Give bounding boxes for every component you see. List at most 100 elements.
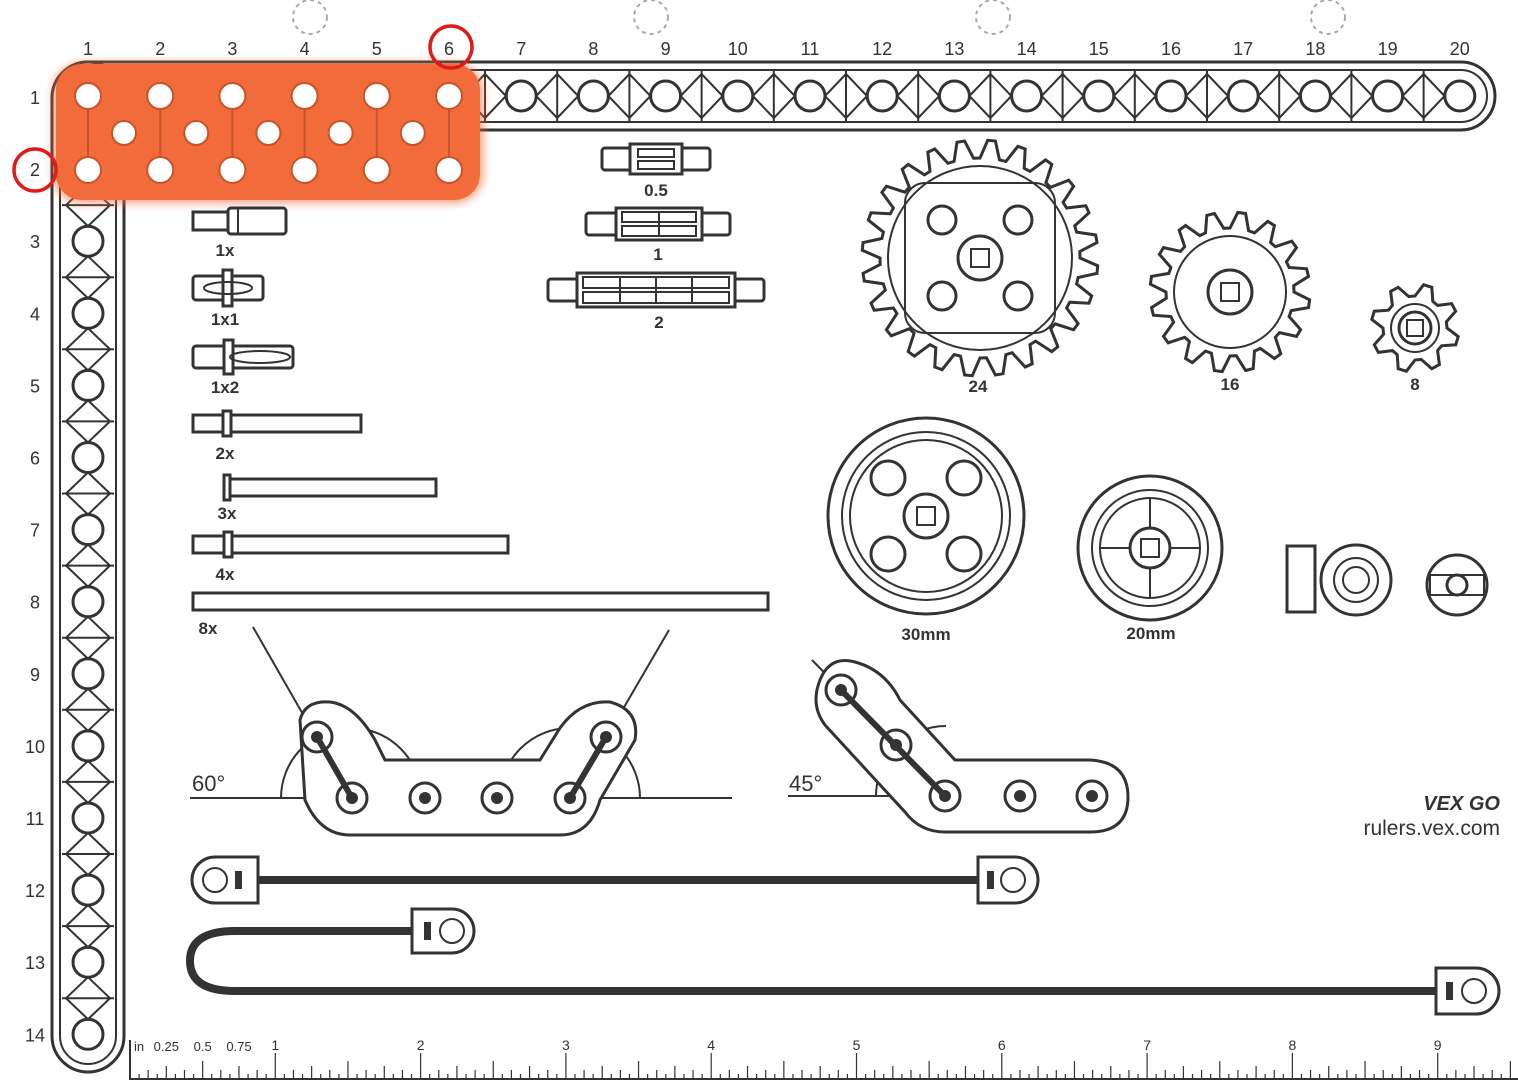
- ruler-inch-label: 7: [1143, 1037, 1151, 1053]
- pin-label: 1x1: [211, 310, 239, 329]
- row-number: 8: [30, 593, 40, 613]
- shaft-label: 8x: [199, 619, 218, 638]
- pins: [191, 206, 295, 376]
- beam-hole: [504, 79, 538, 113]
- beam-hole: [1443, 79, 1477, 113]
- beam-hole: [71, 801, 105, 835]
- ruler-fraction-label: 0.5: [194, 1039, 212, 1054]
- plate-hole: [183, 120, 210, 146]
- column-number: 12: [872, 39, 892, 59]
- shaft-label: 3x: [218, 504, 237, 523]
- beam-hole: [71, 513, 105, 547]
- beam-hole: [721, 79, 755, 113]
- gear-24: [860, 138, 1100, 378]
- highlighted-plate: [52, 62, 484, 204]
- standoff-0-5: [600, 142, 712, 176]
- pin-1x: [191, 206, 288, 236]
- column-number: 20: [1450, 39, 1470, 59]
- beam-hole: [1371, 79, 1405, 113]
- shaft-8x: [191, 591, 770, 612]
- column-number: 11: [801, 39, 820, 59]
- column-number: 8: [588, 39, 598, 59]
- plate-hole: [290, 82, 319, 110]
- column-number: 1: [83, 39, 93, 59]
- column-number: 16: [1161, 39, 1181, 59]
- column-number: 5: [372, 39, 382, 59]
- beam-hole: [71, 368, 105, 402]
- ruler-inch-label: 1: [271, 1037, 279, 1053]
- gear-16: [1148, 210, 1312, 374]
- row-number: 14: [25, 1025, 45, 1045]
- ruler-fraction-label: 0.75: [226, 1039, 251, 1054]
- row-number: 5: [30, 376, 40, 396]
- column-number: 4: [300, 39, 310, 59]
- beam-hole: [71, 945, 105, 979]
- ruler-fraction-label: 0.25: [154, 1039, 179, 1054]
- gear-8: [1370, 283, 1460, 373]
- marker-circles: [12, 24, 474, 193]
- plate-hole: [74, 82, 102, 110]
- ruler-inch-label: 4: [707, 1037, 715, 1053]
- dashed-circles: [292, 0, 1346, 35]
- plate-hole: [435, 156, 463, 184]
- row-number: 6: [30, 449, 40, 469]
- shaft-label: 4x: [216, 565, 235, 584]
- shaft-label: 2x: [216, 444, 235, 463]
- brand-url: rulers.vex.com: [1363, 817, 1500, 840]
- beam-hole: [576, 79, 610, 113]
- rubber-band-long: [185, 907, 1501, 1016]
- beam-hole: [71, 657, 105, 691]
- plate-hole: [327, 120, 354, 146]
- standoff-label: 1: [653, 245, 662, 264]
- plate-hole: [362, 156, 391, 184]
- ruler-inch-label: 9: [1434, 1037, 1442, 1053]
- column-number: 9: [661, 39, 671, 59]
- beam-hole: [1010, 79, 1044, 113]
- beam-hole: [1226, 79, 1260, 113]
- wheel-30mm: [826, 416, 1026, 616]
- row-number: 13: [25, 953, 45, 973]
- wheels: [826, 416, 1489, 622]
- row-number: 11: [26, 809, 45, 829]
- beam-hole: [71, 873, 105, 907]
- plate-hole: [146, 156, 175, 184]
- standoff-2: [546, 271, 766, 309]
- row-number: 12: [25, 881, 45, 901]
- beam-hole: [1298, 79, 1332, 113]
- plate-hole: [435, 82, 463, 110]
- row-marker: [12, 147, 58, 193]
- brand: VEX GO rulers.vex.com: [1363, 793, 1500, 840]
- column-number: 18: [1305, 39, 1325, 59]
- beam-hole: [71, 441, 105, 474]
- plate-hole: [146, 82, 175, 110]
- column-marker: [428, 24, 474, 70]
- ruler-unit: in: [134, 1039, 144, 1054]
- standoff-label: 2: [654, 313, 663, 332]
- row-number: 2: [30, 160, 40, 180]
- beam-hole: [71, 1017, 105, 1051]
- gear-label: 16: [1221, 375, 1240, 394]
- standoff-1: [584, 206, 732, 242]
- beam-hole: [793, 79, 827, 113]
- beam-hole: [649, 79, 683, 113]
- pin-1x1: [191, 268, 265, 308]
- plate-hole: [255, 120, 282, 146]
- shaft-4x: [191, 530, 510, 559]
- beam-hole: [71, 296, 105, 330]
- row-number: 10: [25, 737, 45, 757]
- column-number: 13: [944, 39, 964, 59]
- standoff-label: 0.5: [644, 181, 668, 200]
- column-number: 6: [444, 39, 454, 59]
- ruler-inch-label: 2: [417, 1037, 425, 1053]
- column-number: 17: [1233, 39, 1253, 59]
- plate-hole: [290, 156, 319, 184]
- column-number: 2: [155, 39, 165, 59]
- column-number: 7: [516, 39, 526, 59]
- shafts: [191, 409, 770, 612]
- ruler-inch-label: 5: [853, 1037, 861, 1053]
